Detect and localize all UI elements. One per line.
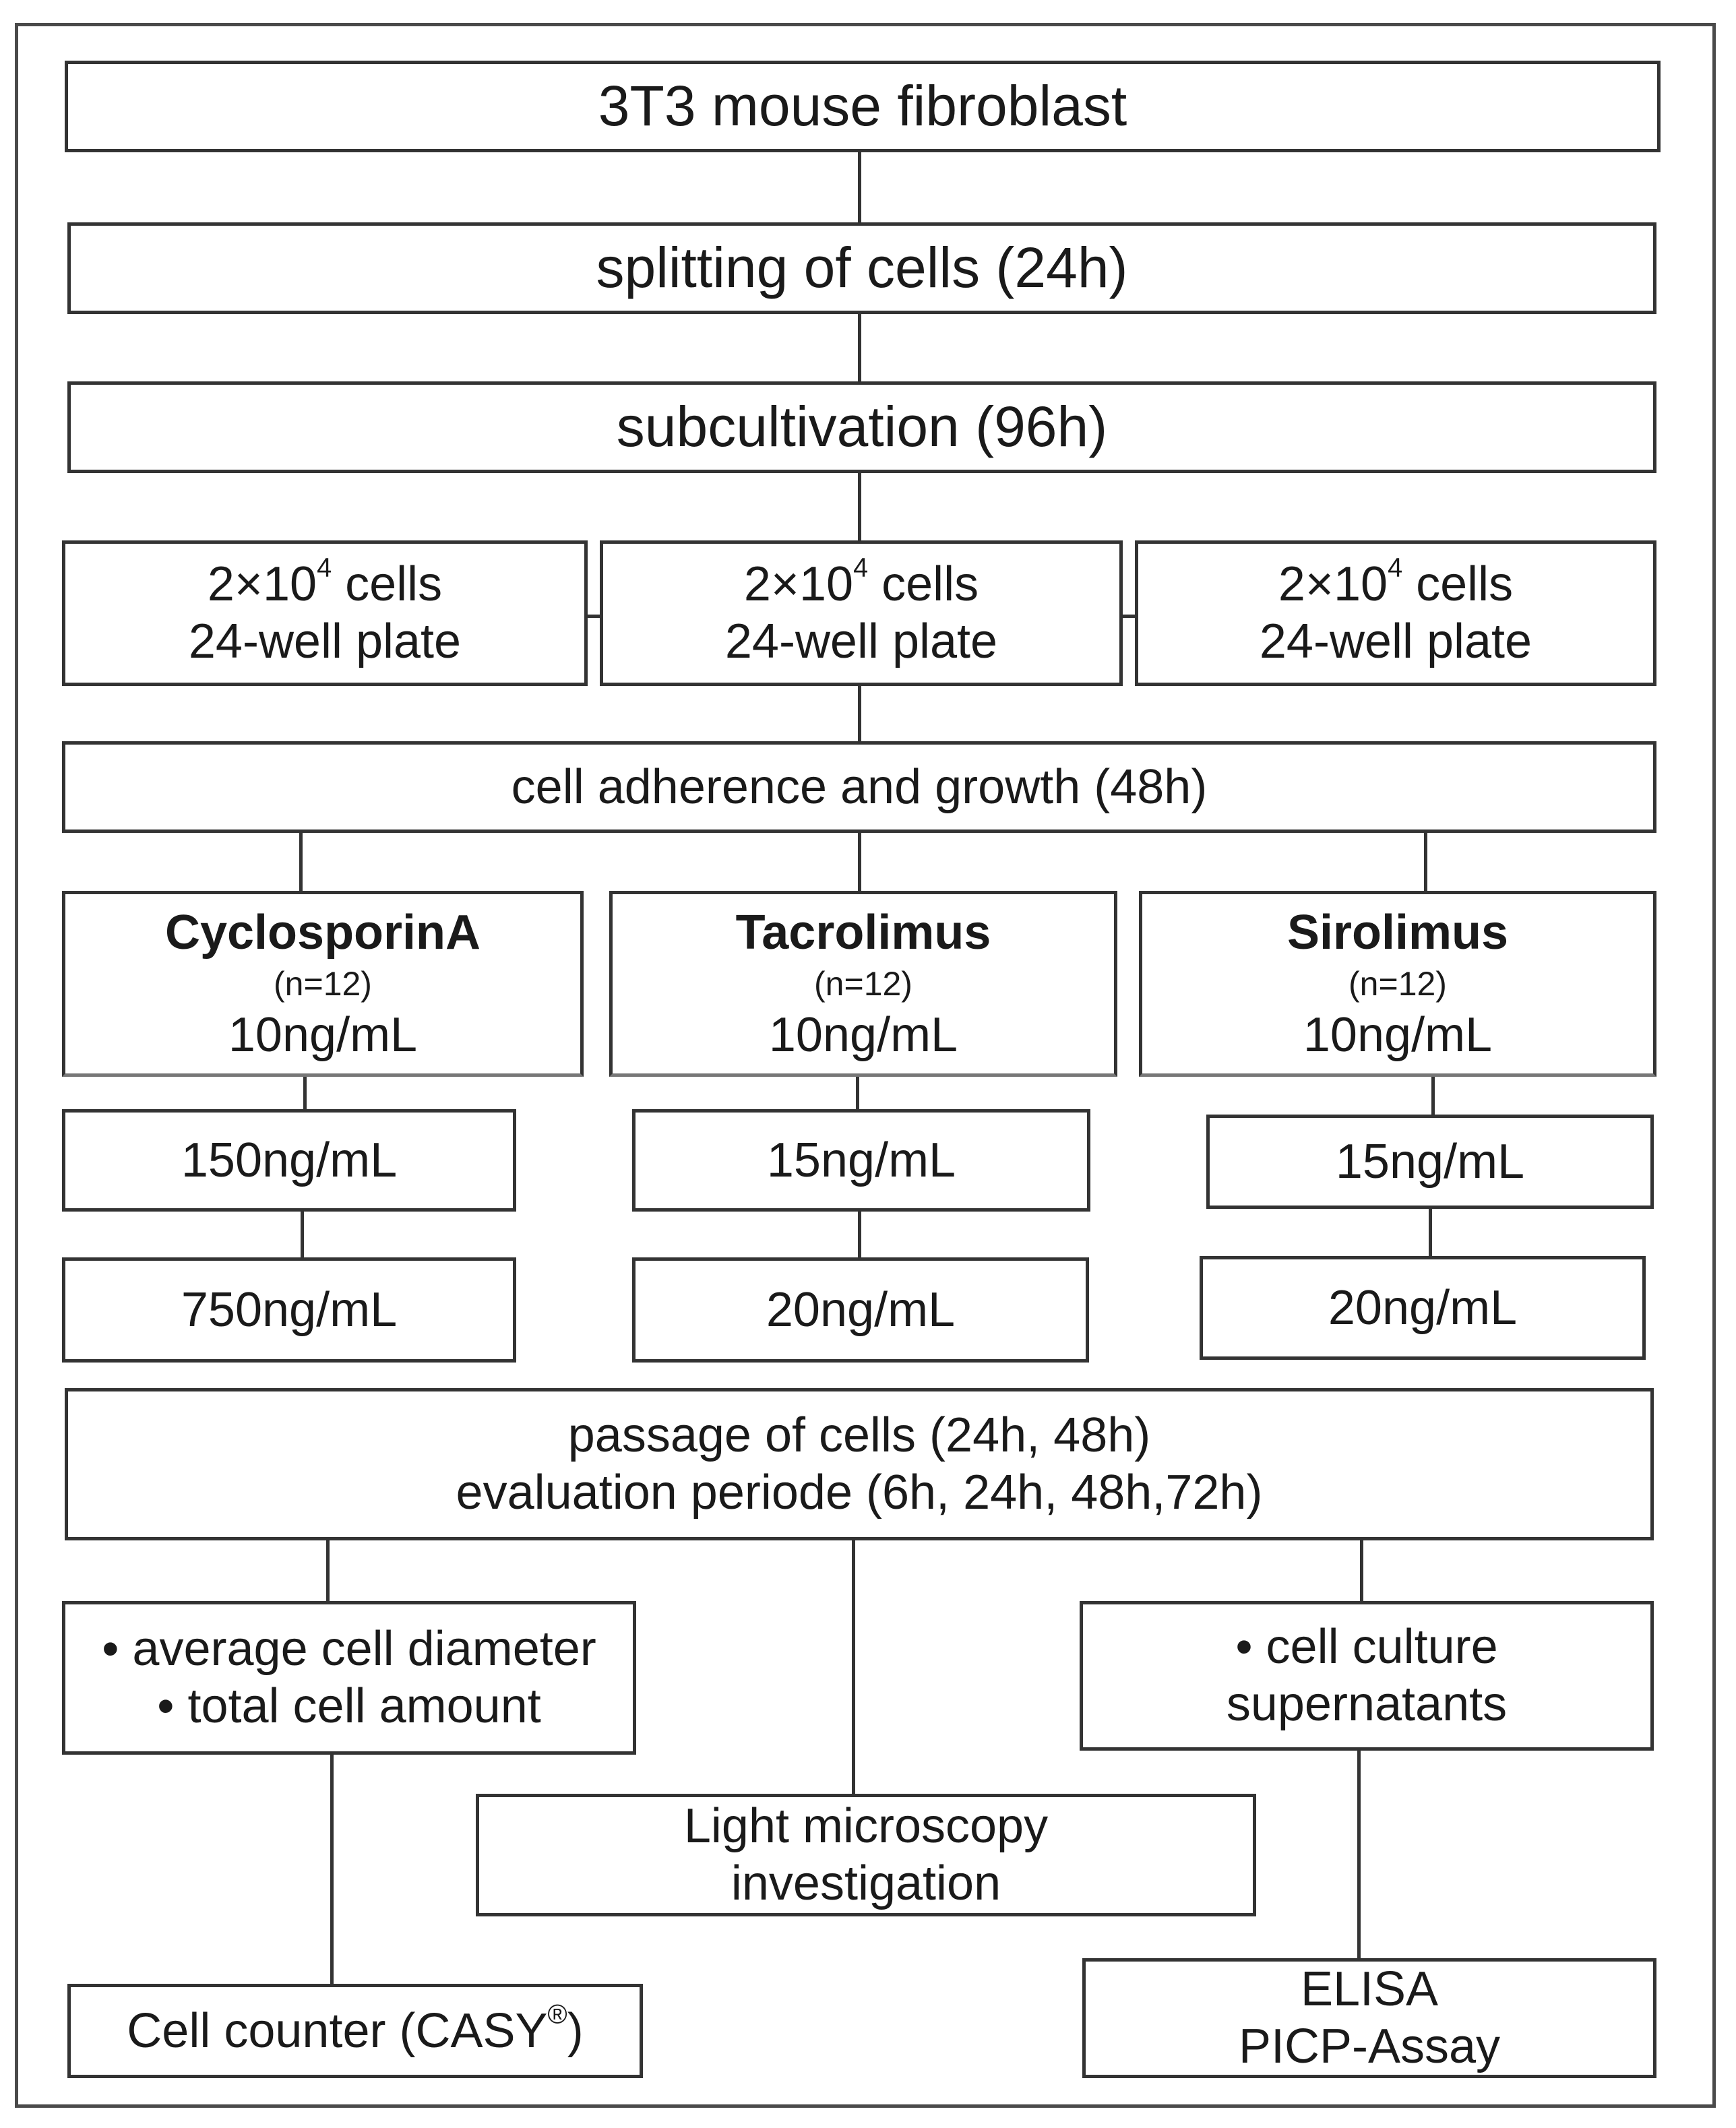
connector-supernatants-elisa bbox=[1357, 1749, 1361, 1960]
connector-adherence-drug-1 bbox=[299, 832, 303, 892]
drug-n-label: (n=12) bbox=[274, 964, 372, 1003]
connector-drug-3-dose-3 bbox=[1429, 1208, 1432, 1257]
dose-3-box-sirolimus: 20ng/mL bbox=[1200, 1256, 1646, 1360]
drug-name-label: CyclosporinA bbox=[164, 905, 481, 960]
connector-drug-2-dose-2 bbox=[856, 1075, 859, 1110]
microscopy-line-1-label: Light microscopy bbox=[683, 1799, 1049, 1854]
drug-name-label: Sirolimus bbox=[1286, 905, 1509, 960]
drug-box-tacrolimus: Tacrolimus (n=12) 10ng/mL bbox=[609, 891, 1117, 1077]
drug-box-sirolimus: Sirolimus (n=12) 10ng/mL bbox=[1139, 891, 1656, 1077]
dose-3-box-tacrolimus: 20ng/mL bbox=[632, 1257, 1089, 1363]
connector-adherence-drug-3 bbox=[1424, 832, 1427, 892]
splitting-label: splitting of cells (24h) bbox=[596, 236, 1128, 300]
elisa-label: ELISA bbox=[1300, 1962, 1439, 2017]
drug-box-cyclosporina: CyclosporinA (n=12) 10ng/mL bbox=[62, 891, 584, 1077]
dose-3-label: 20ng/mL bbox=[1328, 1280, 1518, 1335]
plate-box-left: 2×104 cells 24-well plate bbox=[62, 540, 588, 686]
microscopy-line-2-label: investigation bbox=[731, 1856, 1001, 1910]
plate-box-right: 2×104 cells 24-well plate bbox=[1135, 540, 1656, 686]
passage-box: passage of cells (24h, 48h) evaluation p… bbox=[65, 1388, 1654, 1540]
drug-name-label: Tacrolimus bbox=[735, 905, 991, 960]
connector-drug-1-dose-2 bbox=[303, 1075, 307, 1110]
subcultivation-box: subcultivation (96h) bbox=[67, 381, 1656, 473]
connector-plate-middle-right bbox=[1121, 615, 1136, 618]
drug-dose-1-label: 10ng/mL bbox=[1303, 1007, 1493, 1062]
measures-box: • average cell diameter • total cell amo… bbox=[62, 1601, 636, 1755]
dose-2-label: 150ng/mL bbox=[181, 1133, 398, 1187]
connector-subcultivation-plates bbox=[858, 472, 861, 542]
connector-splitting-subcultivation bbox=[858, 313, 861, 383]
dose-2-label: 15ng/mL bbox=[1335, 1134, 1525, 1189]
adherence-label: cell adherence and growth (48h) bbox=[511, 759, 1208, 814]
microscopy-box: Light microscopy investigation bbox=[476, 1794, 1256, 1916]
connector-passage-supernatants bbox=[1360, 1539, 1363, 1602]
connector-drug-2-dose-3 bbox=[858, 1209, 861, 1259]
connector-passage-microscopy bbox=[852, 1539, 855, 1795]
adherence-box: cell adherence and growth (48h) bbox=[62, 741, 1656, 833]
diagram-frame bbox=[15, 23, 1716, 2108]
connector-passage-measures bbox=[326, 1539, 330, 1602]
drug-dose-1-label: 10ng/mL bbox=[768, 1007, 958, 1062]
connector-adherence-drug-2 bbox=[858, 832, 861, 892]
dose-2-label: 15ng/mL bbox=[766, 1133, 956, 1187]
dose-3-box-cyclosporina: 750ng/mL bbox=[62, 1257, 516, 1363]
source-cells-box: 3T3 mouse fibroblast bbox=[65, 61, 1661, 152]
dose-3-label: 20ng/mL bbox=[766, 1282, 956, 1337]
connector-source-splitting bbox=[858, 151, 861, 224]
supernatants-line-1-label: • cell culture bbox=[1235, 1620, 1498, 1675]
evaluation-label: evaluation periode (6h, 24h, 48h,72h) bbox=[456, 1466, 1263, 1520]
connector-plates-adherence bbox=[858, 685, 861, 743]
plate-type-label: 24-well plate bbox=[1259, 615, 1532, 668]
picp-assay-label: PICP-Assay bbox=[1238, 2020, 1501, 2073]
plate-type-label: 24-well plate bbox=[724, 615, 998, 668]
plate-cells-label: 2×104 cells bbox=[1278, 553, 1514, 612]
supernatants-box: • cell culture supernatants bbox=[1080, 1601, 1654, 1751]
subcultivation-label: subcultivation (96h) bbox=[616, 395, 1108, 459]
supernatants-line-2-label: supernatants bbox=[1226, 1677, 1508, 1731]
cell-counter-box: Cell counter (CASY®) bbox=[67, 1984, 643, 2078]
plate-cells-label: 2×104 cells bbox=[207, 553, 443, 612]
plate-cells-label: 2×104 cells bbox=[743, 553, 979, 612]
plate-box-middle: 2×104 cells 24-well plate bbox=[600, 540, 1123, 686]
connector-drug-1-dose-3 bbox=[301, 1210, 304, 1259]
drug-n-label: (n=12) bbox=[814, 964, 912, 1003]
connector-drug-3-dose-2 bbox=[1431, 1075, 1435, 1116]
dose-3-label: 750ng/mL bbox=[181, 1282, 398, 1337]
connector-plate-left-middle bbox=[586, 615, 601, 618]
drug-n-label: (n=12) bbox=[1348, 964, 1447, 1003]
elisa-box: ELISA PICP-Assay bbox=[1082, 1958, 1656, 2078]
drug-dose-1-label: 10ng/mL bbox=[228, 1007, 418, 1062]
plate-type-label: 24-well plate bbox=[188, 615, 462, 668]
dose-2-box-cyclosporina: 150ng/mL bbox=[62, 1109, 516, 1212]
measure-amount-label: • total cell amount bbox=[157, 1679, 541, 1733]
connector-measures-counter bbox=[330, 1753, 334, 1985]
dose-2-box-tacrolimus: 15ng/mL bbox=[632, 1109, 1090, 1212]
splitting-box: splitting of cells (24h) bbox=[67, 222, 1656, 314]
source-cells-label: 3T3 mouse fibroblast bbox=[598, 74, 1127, 138]
measure-diameter-label: • average cell diameter bbox=[102, 1622, 596, 1677]
passage-label: passage of cells (24h, 48h) bbox=[567, 1408, 1151, 1463]
cell-counter-label: Cell counter (CASY®) bbox=[127, 1999, 584, 2058]
dose-2-box-sirolimus: 15ng/mL bbox=[1206, 1115, 1654, 1209]
